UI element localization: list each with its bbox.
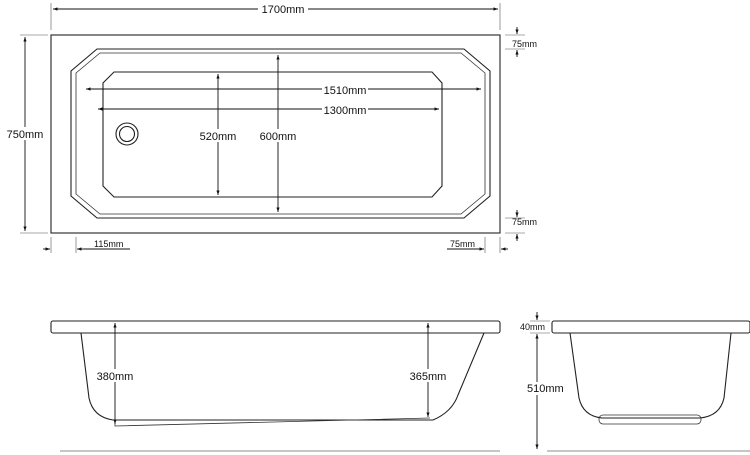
plan-inner-rim [70, 48, 491, 219]
dim-label-end-rim: 40mm [520, 322, 545, 332]
side-elevation: 380mm 365mm [50, 320, 501, 452]
drain-outer-ring [115, 122, 139, 146]
dim-label-side-depth-right: 365mm [410, 371, 447, 383]
end-body [569, 332, 732, 419]
plan-outer-rim [50, 34, 501, 234]
dim-label-side-depth-left: 380mm [97, 371, 134, 383]
end-elevation: 40mm 510mm [520, 312, 750, 452]
end-rim [551, 320, 750, 334]
end-drain-base [598, 414, 702, 425]
side-rim [50, 320, 501, 334]
dim-label-right-offset: 75mm [450, 239, 475, 249]
side-floor-line [114, 417, 431, 427]
dim-label-inner-length-bottom: 1300mm [324, 105, 367, 117]
dim-label-inner-width-top: 600mm [260, 131, 297, 143]
dim-label-inner-length-top: 1510mm [324, 85, 367, 97]
side-body [80, 332, 485, 421]
plan-view: 1700mm 750mm 75mm 75mm 1510mm 1300mm 520… [4, 2, 537, 253]
plan-inner-rim-line [75, 52, 486, 215]
dim-label-inner-width-bottom: 520mm [200, 131, 237, 143]
dim-label-left-offset: 115mm [94, 239, 123, 249]
dim-label-rim-top: 75mm [512, 39, 537, 49]
dim-label-overall-length: 1700mm [262, 4, 305, 16]
dim-label-overall-width: 750mm [7, 129, 44, 141]
dim-label-rim-bottom: 75mm [512, 217, 537, 227]
plan-basin-floor [102, 71, 443, 198]
drain-inner-ring [118, 125, 136, 143]
dim-label-end-height: 510mm [527, 383, 564, 395]
